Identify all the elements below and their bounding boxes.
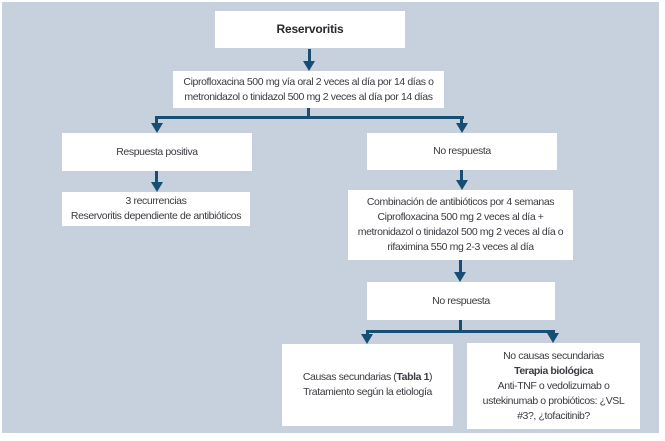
text-segment: Causas secundarias ( xyxy=(302,371,397,383)
arrowhead-root-to-firstline xyxy=(303,61,315,71)
node-line: Respuesta positiva xyxy=(116,145,198,158)
node-line: rifaximina 550 mg 2-3 veces al día xyxy=(387,241,534,253)
arrowhead-split2-left xyxy=(361,334,373,344)
node-first-line-therapy: Ciprofloxacina 500 mg vía oral 2 veces a… xyxy=(173,71,444,108)
node-line: Reservoritis dependiente de antibióticos xyxy=(70,210,242,222)
node-causas-secundarias: Causas secundarias (Tabla 1) Tratamiento… xyxy=(282,344,453,426)
node-no-respuesta-2: No respuesta xyxy=(367,282,555,320)
node-reservoritis: Reservoritis xyxy=(215,11,405,48)
node-no-respuesta-1: No respuesta xyxy=(367,133,557,170)
node-line: Combinación de antibióticos por 4 semana… xyxy=(366,196,555,208)
node-line: #3?, ¿tofacitinib? xyxy=(517,409,590,422)
node-line: Ciprofloxacina 500 mg 2 veces al día + xyxy=(377,211,544,223)
text-segment: ) xyxy=(429,371,433,383)
node-respuesta-positiva: Respuesta positiva xyxy=(62,133,252,171)
node-line: Ciprofloxacina 500 mg vía oral 2 veces a… xyxy=(183,75,434,88)
arrowhead-norespuesta1-to-combinacion xyxy=(456,180,468,190)
arrowhead-combinacion-to-norespuesta2 xyxy=(454,272,466,282)
node-line: Terapia biológica xyxy=(514,364,593,379)
node-recurrencias: 3 recurrencias Reservoritis dependiente … xyxy=(62,192,250,226)
arrowhead-split1-left xyxy=(151,123,163,133)
text-segment-bold: Tabla 1 xyxy=(396,371,430,383)
arrowhead-split1-right xyxy=(456,123,468,133)
node-line: metronidazol o tinidazol 500 mg 2 veces … xyxy=(184,90,433,103)
connector-split1-stem xyxy=(307,108,310,119)
node-line: Causas secundarias (Tabla 1) xyxy=(302,370,433,385)
connector-root-to-firstline xyxy=(308,49,311,63)
text-segment-bold: Terapia biológica xyxy=(514,364,593,377)
node-line: Reservoritis xyxy=(276,22,344,36)
node-line: No causas secundarias xyxy=(503,349,604,362)
arrowhead-split2-right xyxy=(547,333,559,343)
connector-split1-right-drop xyxy=(460,116,463,124)
connector-combinacion-to-norespuesta2 xyxy=(459,260,462,273)
node-line: ustekinumab o probióticos: ¿VSL xyxy=(482,394,625,407)
node-line: 3 recurrencias xyxy=(125,195,187,207)
connector-norespuesta1-to-combinacion xyxy=(460,170,463,181)
connector-split1-left-drop xyxy=(155,116,158,124)
connector-positiva-to-recurrencias xyxy=(155,171,158,183)
node-line: No respuesta xyxy=(433,145,491,157)
connector-split2-stem xyxy=(459,320,462,333)
node-no-causas-secundarias: No causas secundarias Terapia biológica … xyxy=(467,343,640,429)
connector-split1-horizontal xyxy=(156,116,464,119)
node-combinacion-antibioticos: Combinación de antibióticos por 4 semana… xyxy=(348,190,573,260)
connector-split2-left-drop xyxy=(366,330,369,336)
connector-split2-horizontal xyxy=(366,330,555,333)
arrowhead-positiva-to-recurrencias xyxy=(151,182,163,192)
node-line: Tratamiento según la etiología xyxy=(303,386,432,398)
node-line: metronidazol o tinidazol 500 mg 2 veces … xyxy=(357,226,564,238)
node-line: Anti-TNF o vedolizumab o xyxy=(497,379,610,392)
node-line: No respuesta xyxy=(432,294,490,307)
connector-split2-right-drop xyxy=(552,330,555,335)
